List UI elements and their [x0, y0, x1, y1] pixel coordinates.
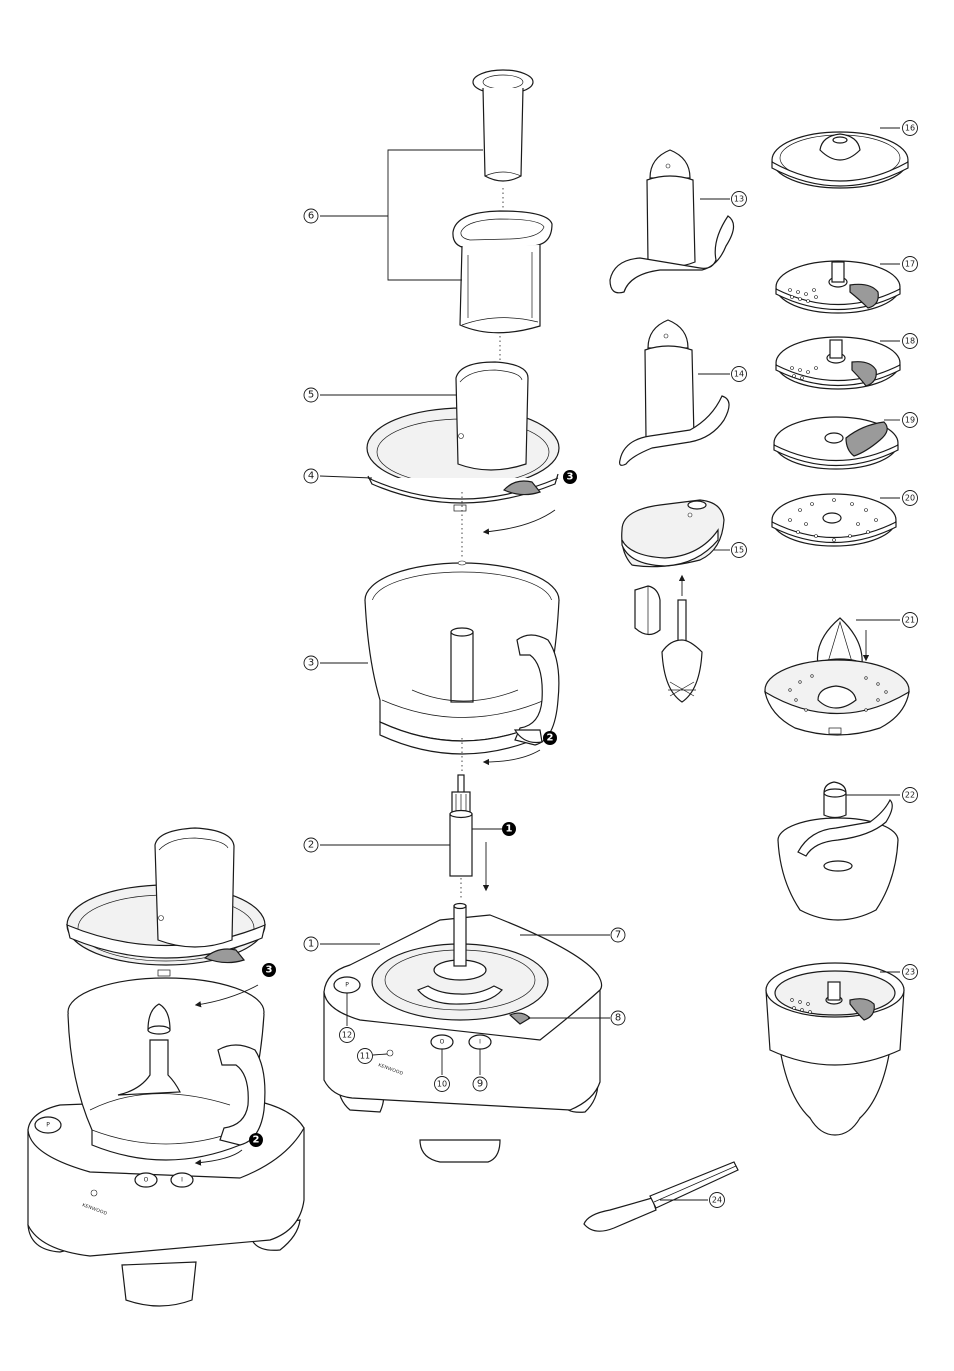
svg-text:14: 14	[734, 370, 744, 379]
callout-5: 5	[303, 387, 319, 403]
callout-10: 10	[434, 1076, 450, 1092]
knife-blade-13	[609, 149, 735, 294]
svg-text:13: 13	[734, 195, 744, 204]
callout-6: 6	[303, 208, 319, 224]
bracket-6	[320, 149, 483, 281]
callout-1: 1	[303, 936, 319, 952]
motor-base: P O I KENWOOD	[323, 902, 603, 1163]
svg-text:3: 3	[567, 472, 574, 483]
assembled-processor: P O I KENWOOD	[27, 827, 305, 1307]
slicing-disc-18	[775, 336, 901, 390]
left-step-2-marker: 2	[249, 1133, 263, 1147]
callout-22: 22	[902, 787, 918, 803]
svg-text:5: 5	[308, 390, 314, 401]
svg-text:18: 18	[905, 337, 915, 346]
svg-text:24: 24	[712, 1196, 722, 1205]
svg-text:17: 17	[905, 260, 915, 269]
callout-23: 23	[902, 964, 918, 980]
callout-19: 19	[902, 412, 918, 428]
pusher-large	[452, 210, 553, 334]
svg-text:1: 1	[506, 824, 513, 835]
callout-21: 21	[902, 612, 918, 628]
svg-text:1: 1	[308, 939, 314, 950]
knife-blade-14	[619, 319, 730, 466]
callout-11: 11	[357, 1048, 373, 1064]
citrus-juicer	[764, 617, 910, 736]
svg-text:7: 7	[615, 930, 621, 941]
callout-3: 3	[303, 655, 319, 671]
left-on-label: I	[181, 1177, 183, 1184]
callout-13: 13	[731, 191, 747, 207]
spatula	[583, 1161, 739, 1232]
whisk-attachment	[621, 499, 725, 703]
callout-20: 20	[902, 490, 918, 506]
step-1-marker: 1	[502, 822, 516, 836]
off-button-label: O	[440, 1039, 445, 1046]
left-step-3-marker: 3	[262, 963, 276, 977]
svg-text:2: 2	[253, 1135, 260, 1146]
svg-text:2: 2	[547, 733, 554, 744]
callout-15: 15	[731, 542, 747, 558]
svg-text:15: 15	[734, 546, 744, 555]
svg-text:2: 2	[308, 840, 314, 851]
lid-with-feed-tube	[366, 361, 560, 512]
step-3-marker: 3	[563, 470, 577, 484]
svg-text:9: 9	[477, 1079, 483, 1090]
svg-text:20: 20	[905, 494, 915, 503]
svg-text:21: 21	[905, 616, 915, 625]
mini-bowl	[777, 781, 899, 921]
callout-4: 4	[303, 468, 319, 484]
callout-12: 12	[339, 1027, 355, 1043]
svg-text:11: 11	[360, 1052, 370, 1061]
svg-text:19: 19	[905, 416, 915, 425]
callout-18: 18	[902, 333, 918, 349]
left-pulse-label: P	[46, 1122, 50, 1129]
on-button-label: I	[479, 1039, 481, 1046]
svg-text:12: 12	[342, 1031, 352, 1040]
svg-text:16: 16	[905, 124, 915, 133]
svg-text:8: 8	[615, 1013, 621, 1024]
processing-bowl	[364, 560, 560, 755]
pulse-button-label: P	[345, 982, 349, 989]
svg-text:10: 10	[437, 1080, 447, 1089]
grating-disc-20	[771, 493, 897, 547]
callout-14: 14	[731, 366, 747, 382]
svg-text:3: 3	[266, 965, 273, 976]
callout-7: 7	[610, 927, 626, 943]
callout-8: 8	[610, 1010, 626, 1026]
callout-24: 24	[709, 1192, 725, 1208]
dicing-bowl	[765, 962, 905, 1136]
svg-text:3: 3	[308, 658, 314, 669]
callout-17: 17	[902, 256, 918, 272]
step-2-marker: 2	[543, 731, 557, 745]
pusher-small	[472, 69, 534, 182]
svg-text:23: 23	[905, 968, 915, 977]
callout-2: 2	[303, 837, 319, 853]
svg-text:6: 6	[308, 211, 314, 222]
svg-text:4: 4	[308, 471, 314, 482]
drive-adapter	[449, 774, 473, 877]
disc-cover-16	[771, 131, 909, 189]
svg-text:22: 22	[905, 791, 915, 800]
left-off-label: O	[144, 1177, 149, 1184]
slicing-disc-19	[773, 416, 899, 470]
slicing-disc-17	[775, 260, 901, 314]
callout-16: 16	[902, 120, 918, 136]
callout-9: 9	[472, 1076, 488, 1092]
